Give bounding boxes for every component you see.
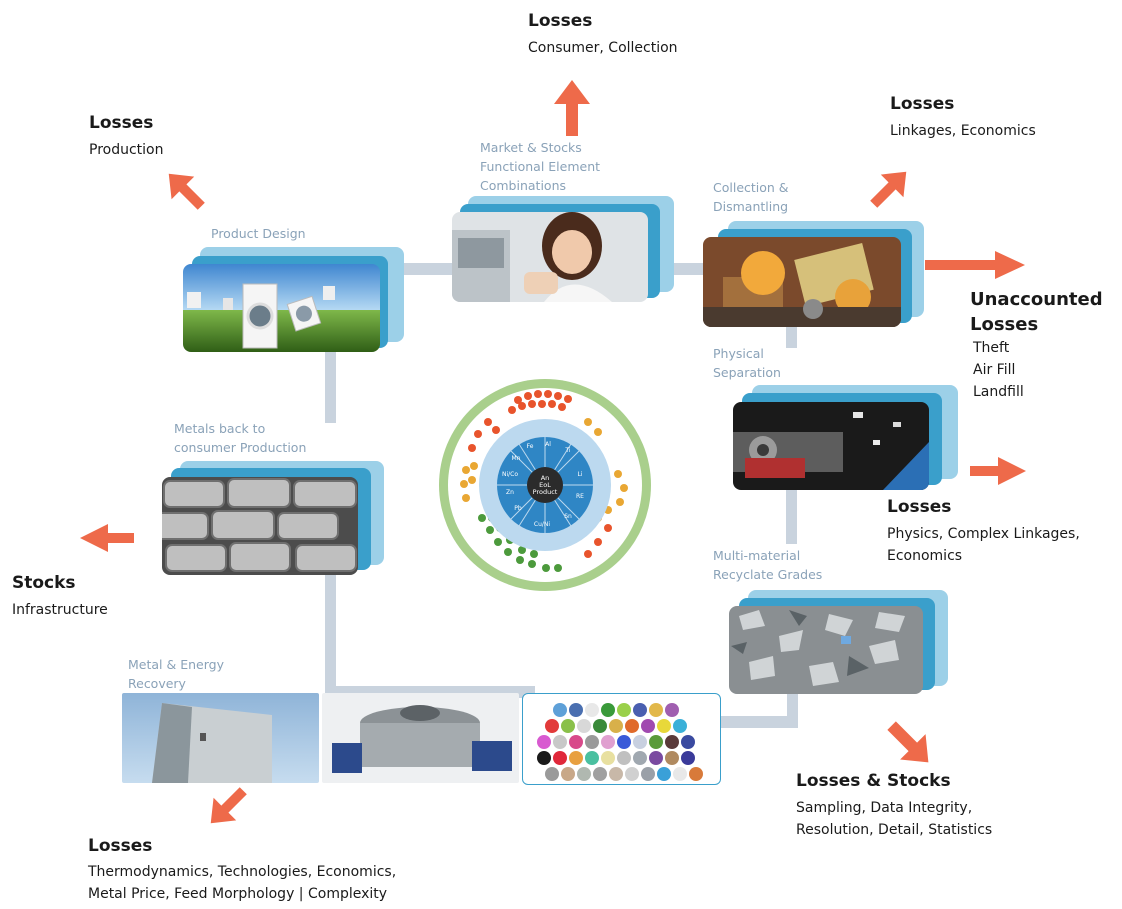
wheel-element-al: Al [545, 441, 551, 448]
metal-ingots-image [162, 477, 358, 575]
losses-stocks-line2: Resolution, Detail, Statistics [796, 822, 993, 838]
stage-label-line: Product Design [211, 226, 306, 241]
wheel-center-line3: Product [533, 488, 558, 496]
unaccounted-title-line1: Unaccounted [970, 289, 1103, 310]
stocks-infrastructure: Stocks Infrastructure [12, 572, 108, 621]
unaccounted-item: Air Fill [973, 362, 1016, 378]
arrow-up-icon [554, 80, 590, 136]
stage-label-recyclate: Multi-material Recyclate Grades [713, 546, 822, 584]
stage-label-line: Multi-material [713, 548, 801, 563]
unaccounted-title-line2: Losses [970, 314, 1039, 335]
physical-separation-image [733, 402, 929, 490]
connector-recyclate-vertical [787, 688, 798, 728]
losses-title: Losses [887, 497, 952, 517]
connector-collection-physical [786, 320, 797, 348]
stage-label-line: Recovery [128, 676, 186, 691]
wheel-element-re: RE [576, 493, 584, 500]
arrow-right-unaccounted-icon [925, 251, 1025, 279]
stage-label-line: Separation [713, 365, 781, 380]
collection-dismantling-image [703, 237, 901, 327]
stocks-text: Infrastructure [12, 602, 108, 618]
stage-label-line: Recyclate Grades [713, 567, 823, 582]
losses-text-line1: Thermodynamics, Technologies, Economics, [88, 864, 397, 880]
losses-text-line1: Physics, Complex Linkages, [887, 526, 1080, 542]
stage-label-metals: Metals back to consumer Production [174, 419, 306, 457]
stage-label-energy: Metal & Energy Recovery [128, 655, 224, 693]
market-stocks-image [452, 212, 648, 302]
losses-linkages: Losses Linkages, Economics [890, 93, 1036, 142]
unaccounted-item: Theft [973, 340, 1010, 356]
losses-text: Production [89, 142, 164, 158]
wheel-element-fe: Fe [527, 443, 534, 450]
energy-recovery-plant-image [122, 693, 319, 783]
stage-label-line: Combinations [480, 178, 566, 193]
losses-stocks-line1: Sampling, Data Integrity, [796, 800, 973, 816]
losses-title: Losses [890, 94, 955, 114]
wheel-element-cu-ni: Cu/Ni [534, 521, 551, 528]
stage-label-line: Physical [713, 346, 764, 361]
stage-label-line: Metal & Energy [128, 657, 224, 672]
losses-physics: Losses Physics, Complex Linkages, Econom… [887, 496, 1080, 567]
losses-thermodynamics: Losses Thermodynamics, Technologies, Eco… [88, 835, 396, 905]
wheel-element-ti: Ti [564, 447, 570, 454]
stage-label-physical: Physical Separation [713, 344, 781, 382]
losses-stocks-title: Losses & Stocks [796, 771, 951, 791]
unaccounted-losses: Unaccounted Losses Theft Air Fill Landfi… [970, 287, 1103, 403]
wheel-element-sn: Sn [564, 513, 572, 520]
losses-text: Linkages, Economics [890, 123, 1036, 139]
losses-text-line2: Economics [887, 548, 963, 564]
stocks-title: Stocks [12, 573, 76, 593]
stage-label-line: Metals back to [174, 421, 266, 436]
wheel-element-li: Li [577, 471, 582, 478]
element-matrix-image [522, 693, 721, 785]
connector-recyclate-hook [718, 716, 798, 728]
stage-label-line: Collection & [713, 180, 789, 195]
connector-physical-recyclate [786, 478, 797, 544]
wheel-element-zn: Zn [506, 489, 514, 496]
stage-label-line: Dismantling [713, 199, 789, 214]
wheel-element-ni-co: Ni/Co [502, 471, 518, 478]
losses-production: Losses Production [89, 112, 163, 161]
losses-title: Losses [528, 11, 593, 31]
product-design-image [183, 264, 380, 352]
losses-text-line2: Metal Price, Feed Morphology | Complexit… [88, 886, 388, 902]
stage-label-line: Market & Stocks [480, 140, 582, 155]
arrow-downright-icon [887, 721, 929, 763]
recyclate-grades-image [729, 606, 923, 694]
arrow-upleft-icon [168, 173, 205, 210]
connector-metals-bottom [325, 463, 336, 698]
losses-title: Losses [89, 113, 154, 133]
wheel-center-line2: EoL [539, 481, 551, 489]
stage-label-line: consumer Production [174, 440, 307, 455]
wheel-element-mn: Mn [512, 455, 521, 462]
losses-title: Losses [88, 836, 153, 856]
arrow-upright-icon [870, 171, 907, 208]
connector-design-market [395, 263, 465, 275]
stage-label-collection: Collection & Dismantling [713, 178, 789, 216]
connector-design-metals [325, 350, 336, 423]
losses-and-stocks: Losses & Stocks Sampling, Data Integrity… [796, 770, 992, 841]
stage-label-market: Market & Stocks Functional Element Combi… [480, 138, 600, 195]
arrow-left-icon [80, 524, 134, 552]
arrow-downleft-icon [210, 787, 247, 824]
losses-consumer-collection: Losses Consumer, Collection [528, 10, 678, 59]
losses-text: Consumer, Collection [528, 40, 678, 56]
stage-label-line: Functional Element [480, 159, 601, 174]
element-wheel: Fe Al Ti Li RE Sn Cu/Ni Pb Zn Ni/Co Mn A… [438, 378, 652, 592]
wheel-center-line1: An [541, 474, 550, 482]
stage-label-design: Product Design [211, 224, 306, 243]
furnace-equipment-image [322, 693, 519, 783]
arrow-right-physics-icon [970, 457, 1026, 485]
unaccounted-item: Landfill [973, 384, 1024, 400]
wheel-element-pb: Pb [514, 505, 522, 512]
